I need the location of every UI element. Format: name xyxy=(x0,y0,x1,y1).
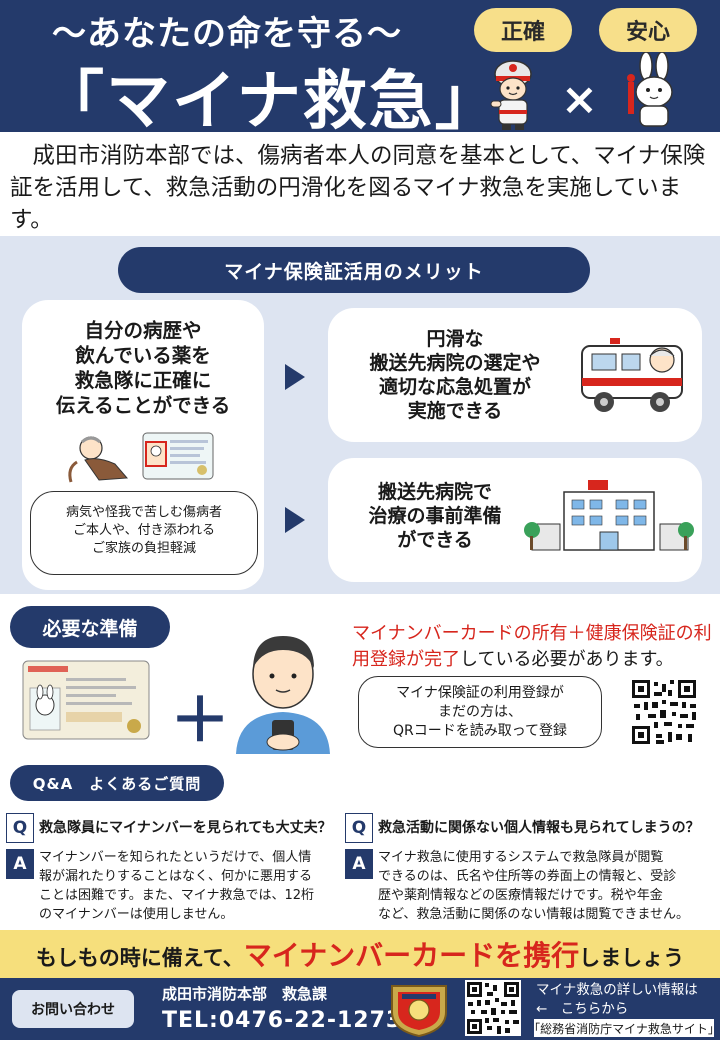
person-with-phone-icon xyxy=(236,636,330,754)
qr-code-icon[interactable] xyxy=(465,980,521,1036)
banner-post: しましょう xyxy=(579,946,685,970)
banner-pre: もしもの時に備えて、 xyxy=(35,946,244,970)
badge-accurate: 正確 xyxy=(474,8,572,52)
firefighter-mascot-icon xyxy=(490,60,532,130)
mynumber-card-small-icon xyxy=(142,432,214,480)
requirements-title: 必要な準備 xyxy=(10,606,170,648)
question-text: 救急活動に関係ない個人情報も見られてしまうの？ xyxy=(378,820,700,836)
contact-label: お問い合わせ xyxy=(12,990,134,1028)
merit-prepare-text: 搬送先病院で 治療の事前準備 ができる xyxy=(368,481,502,551)
answer-badge: A xyxy=(345,849,373,879)
answer-text: マイナ救急に使用するシステムで救急隊員が閲覧 できるのは、氏名や住所等の券面上の… xyxy=(378,850,689,922)
phone-number[interactable]: TEL:0476-22-1273 xyxy=(162,1008,403,1033)
merit-smooth-text: 円滑な 搬送先病院の選定や 適切な応急処置が 実施できる xyxy=(369,328,541,422)
arrow-right-icon xyxy=(285,364,305,390)
carry-card-banner: もしもの時に備えて、マイナンバーカードを携行しましょう xyxy=(0,930,720,978)
requirements-text-red: マイナンバーカードの所有＋健康保険証の利用登録が完了 xyxy=(352,623,712,670)
hospital-icon xyxy=(524,480,694,551)
elderly-patient-icon xyxy=(68,436,129,483)
qr-code-icon[interactable] xyxy=(630,678,698,746)
rabbit-mascot-icon xyxy=(627,52,673,127)
qr-registration-bubble: マイナ保険証の利用登録が まだの方は、 QRコードを読み取って登録 xyxy=(358,676,602,748)
badge-relief: 安心 xyxy=(599,8,697,52)
question-badge: Q xyxy=(345,813,373,843)
answer-text: マイナンバーを知られたというだけで、個人情 報が漏れたりすることはなく、何かに悪… xyxy=(39,850,314,922)
burden-reduction-bubble: 病気や怪我で苦しむ傷病者 ご本人や、付き添われる ご家族の負担軽減 xyxy=(30,491,258,575)
intro-paragraph: 成田市消防本部では、傷病者本人の同意を基本として、マイナ保険証を活用して、救急活… xyxy=(10,143,706,233)
header-subtitle: 〜あなたの命を守る〜 xyxy=(52,14,402,54)
banner-text: もしもの時に備えて、マイナンバーカードを携行しましょう xyxy=(36,934,684,974)
arrow-right-icon xyxy=(285,507,305,533)
plus-sign: ＋ xyxy=(170,686,230,756)
page-title: 「マイナ救急」 xyxy=(40,65,501,139)
mynumber-card-icon xyxy=(22,660,150,740)
qa-title: Q&A よくあるご質問 xyxy=(10,765,224,801)
times-sign: × xyxy=(561,74,598,125)
fdma-site-link[interactable]: 「総務省消防庁マイナ救急サイト」 xyxy=(528,1019,720,1037)
fire-department-emblem-icon xyxy=(391,985,447,1038)
merits-title: マイナ保険証活用のメリット xyxy=(118,247,590,293)
question-text: 救急隊員にマイナンバーを見られても大丈夫？ xyxy=(39,820,332,836)
site-info-text: マイナ救急の詳しい情報は ← こちらから xyxy=(536,982,698,1017)
merit-accurate-text: 自分の病歴や 飲んでいる薬を 救急隊に正確に 伝えることができる xyxy=(55,319,231,417)
ambulance-icon xyxy=(581,338,683,412)
banner-emphasis: マイナンバーカードを携行 xyxy=(243,939,580,972)
requirements-text: マイナンバーカードの所有＋健康保険証の利用登録が完了している必要があります。 xyxy=(352,621,716,673)
department-name: 成田市消防本部 救急課 xyxy=(162,985,328,1003)
requirements-text-rest: している必要があります。 xyxy=(460,649,674,670)
answer-badge: A xyxy=(6,849,34,879)
question-badge: Q xyxy=(6,813,34,843)
